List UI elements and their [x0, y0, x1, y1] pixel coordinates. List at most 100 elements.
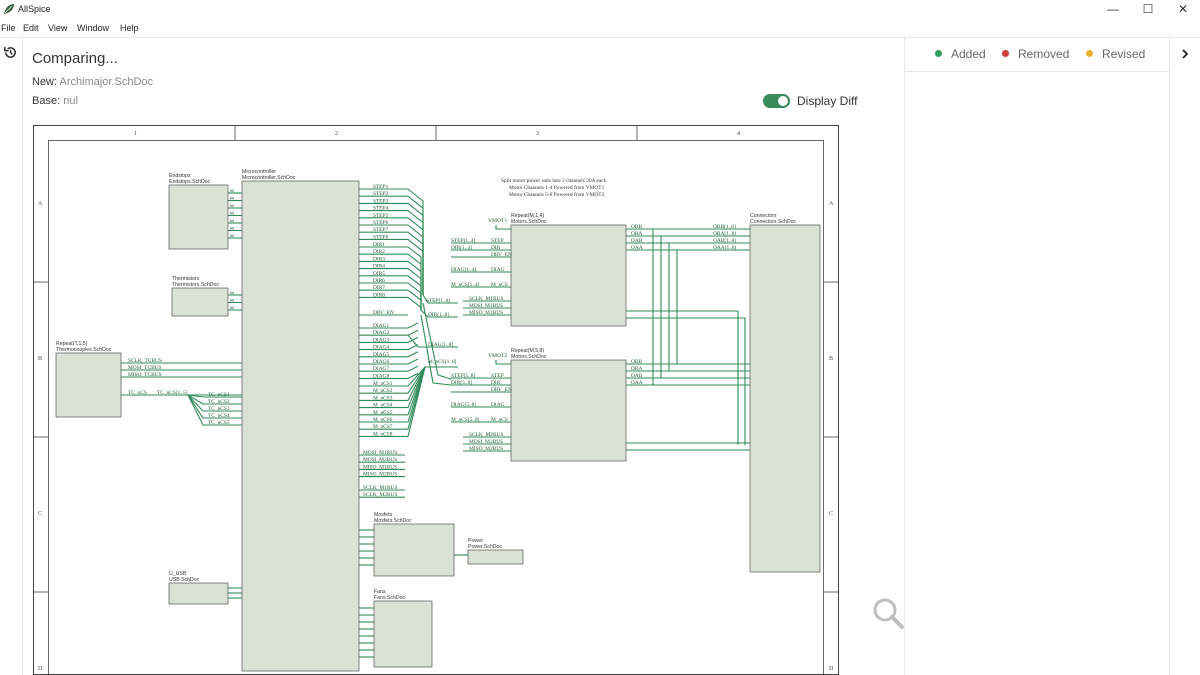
row-label: C [829, 511, 833, 517]
legend-added-label: Added [951, 47, 986, 61]
motor-out-label: OAB [631, 238, 643, 244]
motor-bus-label: MISO_M1BUS [469, 310, 503, 316]
toggle-knob [778, 96, 788, 106]
menu-file[interactable]: File [1, 23, 16, 33]
port-marker: ⋈ [230, 211, 234, 216]
dir-label: DIR8 [373, 292, 385, 298]
new-file-name: Archimajor.SchDoc [59, 76, 154, 88]
motor-net-label: STEP[5..8] [451, 373, 475, 379]
tc-ncs-bus-label: TC_nCS[1..5] [157, 390, 188, 396]
chevron-right-icon[interactable] [1180, 48, 1190, 60]
column-label: 1 [134, 131, 137, 137]
column-label: 4 [737, 131, 740, 137]
motor-net-label: M_nCS[5..8] [451, 417, 480, 423]
motor-port-label: M_nCS [491, 282, 508, 288]
schematic-frame [33, 125, 839, 675]
maximize-button[interactable]: ☐ [1142, 2, 1154, 16]
mosfets-sheet-title: Mosfets [374, 512, 393, 518]
menu-window[interactable]: Window [77, 23, 110, 33]
mcs-wire [359, 366, 426, 394]
dir-label: DIR2 [373, 249, 385, 255]
mcs-wire [359, 366, 426, 430]
tcbus-label: SCLK_TCBUS [128, 358, 162, 364]
close-button[interactable]: ✕ [1177, 2, 1189, 16]
diag-wire [359, 365, 419, 372]
diag-wire [359, 322, 419, 329]
usb-sheet [168, 582, 229, 605]
new-file-row: New: Archimajor.SchDoc [32, 76, 153, 88]
motor-bus-label: MOSI_M2BUS [469, 439, 503, 445]
row-label: B [829, 356, 833, 362]
tcbus-label: MOSI_TCBUS [128, 365, 162, 371]
diag-label: DIAG1 [373, 323, 389, 329]
tc-ncs-item: TC_nCS3 [208, 406, 230, 412]
row-label: A [829, 201, 834, 207]
dir-label: DIR6 [373, 278, 385, 284]
tc-ncs-item: TC_nCS4 [208, 413, 230, 419]
diag-wire [359, 351, 419, 358]
port-marker: ⋈ [230, 305, 234, 310]
step-label: STEP5 [373, 213, 389, 219]
tc-ncs-branch [187, 394, 242, 398]
step-bus-label: STEP[1..8] [426, 298, 450, 304]
search-icon[interactable] [872, 597, 904, 629]
motors-5-8-sheet [510, 359, 627, 462]
minimize-button[interactable]: — [1107, 2, 1119, 16]
motor-out-label: OBB [631, 359, 642, 365]
mcu-bus-label: MISO_M2BUS [363, 472, 397, 478]
endstops-sheet [168, 184, 229, 250]
motors-1-4-sheet-title: Repeat(M,1,4) [511, 213, 544, 219]
dir-label: DIR1 [373, 242, 385, 248]
m1bus-to-connector [626, 310, 739, 445]
motor-bus-label: SCLK_M1BUS [469, 296, 503, 302]
mcs-bus-label: M_nCS[1..8] [428, 359, 457, 365]
thermocouples-sheet-file: Thermocouples.SchDoc [56, 347, 112, 353]
menu-help[interactable]: Help [120, 23, 139, 33]
mcu-bus-label: MOSI_M2BUS [363, 457, 397, 463]
diff-legend: Added Removed Revised [905, 38, 1170, 72]
legend-revised-label: Revised [1102, 47, 1146, 61]
motors-1-4-sheet [510, 224, 627, 327]
row-label: B [38, 356, 42, 362]
connectors-sheet-file: Connectors.SchDoc [750, 219, 797, 225]
dir-wire [359, 289, 422, 310]
motors-5-8-sheet-title: Repeat(M,5,8) [511, 348, 544, 354]
step-label: STEP7 [373, 227, 389, 233]
motor-out-label: OBA [631, 366, 642, 372]
motor-out-label: OBA [631, 231, 642, 237]
step-label: STEP6 [373, 220, 389, 226]
mcu-bus-label: MOSI_M1BUS [363, 450, 397, 456]
dir-bus-label: DIR[1..8] [428, 312, 449, 318]
motors-5-8-sheet-file: Motors.SchDoc [511, 354, 547, 360]
base-label: Base: [32, 95, 61, 107]
motors-1-4-sheet-file: Motors.SchDoc [511, 219, 547, 225]
usb-sheet-title: U_USB [169, 571, 187, 577]
display-diff-toggle[interactable] [763, 94, 790, 108]
power-sheet-file: Power.SchDoc [468, 544, 502, 550]
motor-port-label: DIR [491, 380, 501, 386]
diag-bus [407, 334, 458, 348]
motor-port-label: DIAG [491, 267, 505, 273]
history-icon[interactable] [3, 45, 18, 60]
menu-edit[interactable]: Edit [23, 23, 39, 33]
diag-label: DIAG4 [373, 345, 389, 351]
step-label: STEP3 [373, 198, 389, 204]
mcs-wire [359, 366, 426, 409]
motor-port-label: STEP [491, 238, 504, 244]
diag-wire [359, 358, 419, 365]
motor-out-label: OAB [631, 373, 643, 379]
mcs-wire [359, 366, 426, 387]
menu-view[interactable]: View [48, 23, 68, 33]
mcs-label: M_nCS6 [373, 417, 393, 423]
mcs-wire [359, 366, 426, 416]
tc-ncs-label: TC_nCS [128, 390, 147, 396]
collapsed-side-panel [1169, 38, 1200, 675]
connector-net-label: OAB[1..8] [713, 238, 736, 244]
mcs-label: M_nCS3 [373, 395, 393, 401]
mosfets-sheet-file: Mosfets.SchDoc [374, 518, 412, 524]
row-label: A [38, 201, 43, 207]
legend-revised: Revised [1086, 47, 1145, 61]
motor-out-label: OAA [631, 380, 643, 386]
thermistors-sheet-file: Thermistors.SchDoc [172, 282, 219, 288]
